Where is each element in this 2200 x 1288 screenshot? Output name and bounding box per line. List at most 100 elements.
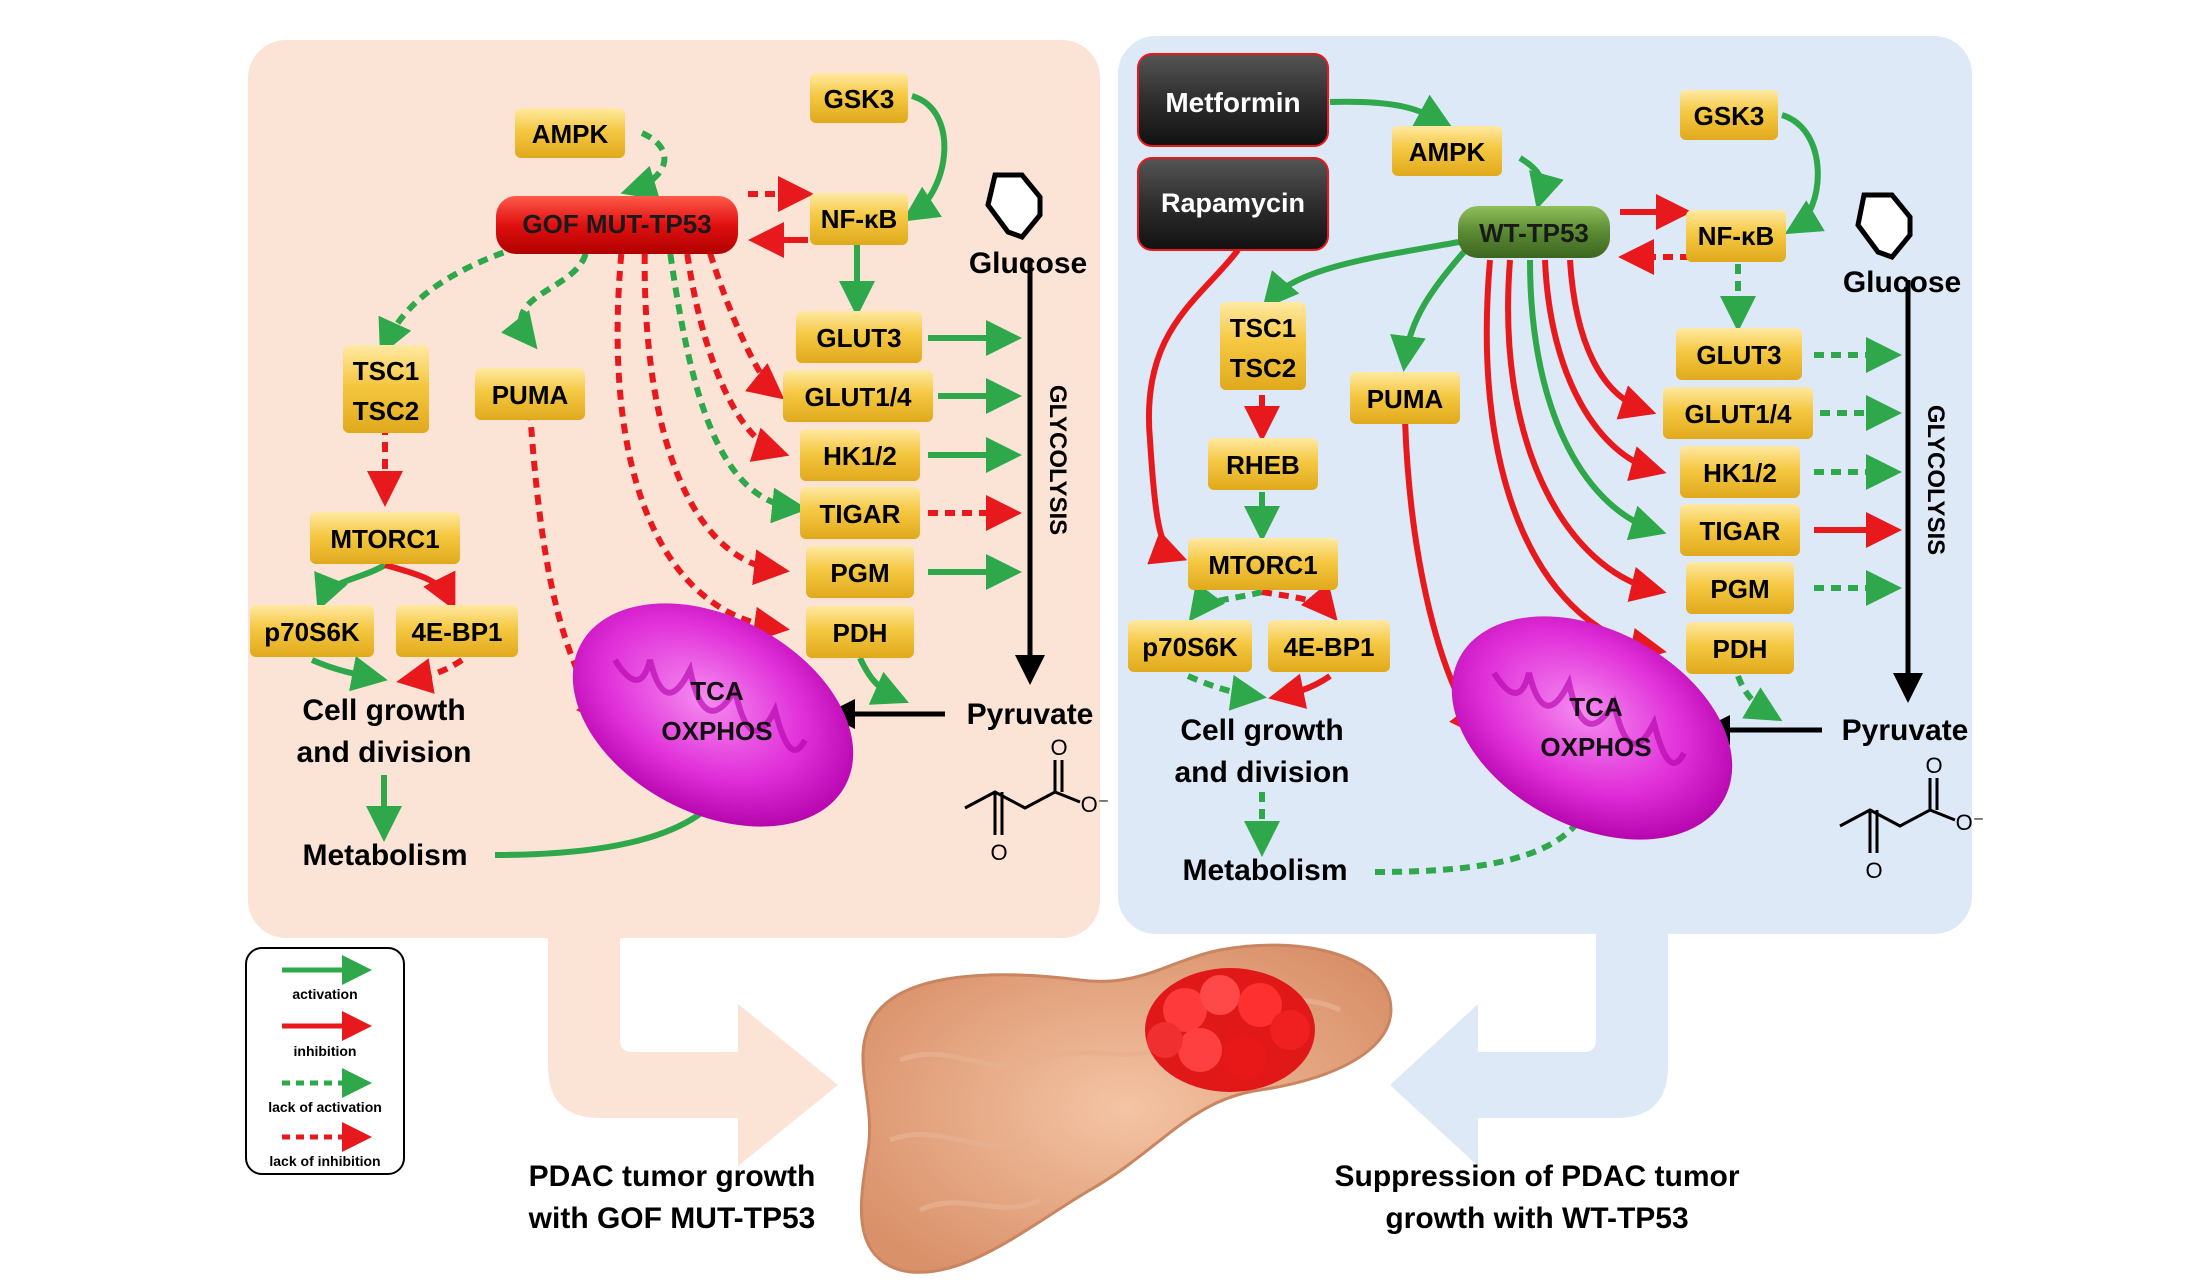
legend-activation: activation <box>292 986 357 1002</box>
right-pyruvate-o-bottom: O <box>1865 858 1882 883</box>
metabolism-label: Metabolism <box>302 839 467 872</box>
gsk3-label: GSK3 <box>824 84 895 114</box>
tsc2-label: TSC2 <box>353 396 419 426</box>
mut-tp53-label: GOF MUT-TP53 <box>522 209 711 239</box>
right-glucose-label: Glucose <box>1843 266 1961 299</box>
cell-growth-label-1: Cell growth <box>302 694 465 727</box>
right-4ebp1-node <box>1268 620 1390 672</box>
tigar-label: TIGAR <box>820 499 901 529</box>
right-pgm-label: PGM <box>1710 574 1769 604</box>
legend-inhibition: inhibition <box>294 1043 357 1059</box>
right-cell-growth-label-1: Cell growth <box>1180 714 1343 747</box>
glut14-node <box>783 370 933 422</box>
mtorc1-node <box>310 512 460 564</box>
left-mitochondrion <box>572 603 854 827</box>
right-gsk3-label: GSK3 <box>1694 101 1765 131</box>
right-pyruvate-structure: O O O⁻ <box>1839 753 1985 883</box>
legend-lack-activation: lack of activation <box>268 1099 382 1115</box>
caption-left-line-1: PDAC tumor growth <box>529 1160 816 1193</box>
mtorc1-label: MTORC1 <box>330 524 439 554</box>
nfkb-node <box>810 193 908 245</box>
right-mitochondrion <box>1451 616 1733 840</box>
tca-label: TCA <box>690 676 744 706</box>
glut3-node <box>796 311 922 363</box>
hk12-label: HK1/2 <box>823 441 897 471</box>
metformin-label: Metformin <box>1165 87 1300 118</box>
puma-node <box>475 368 585 420</box>
right-metabolism-label: Metabolism <box>1182 854 1347 887</box>
right-tigar-label: TIGAR <box>1700 516 1781 546</box>
right-ampk-label: AMPK <box>1409 137 1486 167</box>
right-pdh-label: PDH <box>1713 634 1768 664</box>
right-nfkb-label: NF-κB <box>1698 221 1775 251</box>
right-puma-label: PUMA <box>1367 384 1444 414</box>
mut-tp53-node <box>496 196 738 254</box>
right-puma-node <box>1350 372 1460 424</box>
right-nodes: Metformin Rapamycin AMPK GSK3 WT-TP53 NF… <box>1128 53 1969 887</box>
pdh-label: PDH <box>833 618 888 648</box>
right-glycolysis-label: GLYCOLYSIS <box>1922 405 1949 555</box>
4ebp1-label: 4E-BP1 <box>411 617 502 647</box>
puma-label: PUMA <box>492 380 569 410</box>
pyruvate-o-top: O <box>1050 735 1067 760</box>
caption-right-line-2: growth with WT-TP53 <box>1385 1202 1688 1235</box>
pyruvate-o-minus: O⁻ <box>1081 792 1110 817</box>
right-cell-growth-label-2: and division <box>1174 756 1349 789</box>
right-glut3-node <box>1676 328 1802 380</box>
p70s6k-node <box>250 605 374 657</box>
hk12-node <box>800 429 920 481</box>
rapamycin-label: Rapamycin <box>1161 188 1305 218</box>
p70s6k-label: p70S6K <box>264 617 360 647</box>
caption-right-line-1: Suppression of PDAC tumor <box>1334 1160 1739 1193</box>
tsc-node <box>343 345 429 433</box>
pgm-node <box>806 546 914 598</box>
right-hk12-label: HK1/2 <box>1703 458 1777 488</box>
right-nfkb-node <box>1686 210 1786 262</box>
right-pyruvate-o-minus: O⁻ <box>1956 810 1985 835</box>
pgm-label: PGM <box>830 558 889 588</box>
right-gsk3-node <box>1680 90 1778 140</box>
oxphos-label: OXPHOS <box>661 716 772 746</box>
glucose-label: Glucose <box>969 247 1087 280</box>
right-pyruvate-label: Pyruvate <box>1842 714 1969 747</box>
ampk-node <box>515 108 625 158</box>
glucose-ring <box>985 172 1043 240</box>
right-pyruvate-o-top: O <box>1925 753 1942 778</box>
right-flow-arrow <box>1390 934 1668 1166</box>
nfkb-label: NF-κB <box>821 204 898 234</box>
right-oxphos-label: OXPHOS <box>1540 732 1651 762</box>
right-tsc1-label: TSC1 <box>1230 313 1296 343</box>
wt-tp53-node <box>1458 206 1610 258</box>
right-glut14-node <box>1663 387 1813 439</box>
right-glut3-label: GLUT3 <box>1696 340 1781 370</box>
right-pgm-node <box>1686 562 1794 614</box>
right-tsc-node <box>1220 302 1306 390</box>
legend: activation inhibition lack of activation… <box>245 947 405 1175</box>
left-nodes: AMPK GSK3 GOF MUT-TP53 NF-κB Glucose TSC… <box>250 73 1093 872</box>
right-tsc2-label: TSC2 <box>1230 353 1296 383</box>
right-hk12-node <box>1680 446 1800 498</box>
right-ampk-node <box>1392 126 1502 176</box>
right-tigar-node <box>1680 504 1800 556</box>
left-pyruvate-structure: O O O⁻ <box>964 735 1110 865</box>
right-4ebp1-label: 4E-BP1 <box>1283 632 1374 662</box>
rheb-node <box>1208 438 1318 490</box>
left-arrows <box>310 93 1045 858</box>
tigar-node <box>800 487 920 539</box>
tumor-mass <box>1145 968 1315 1092</box>
rapamycin-node <box>1137 157 1329 251</box>
wt-tp53-label: WT-TP53 <box>1479 218 1589 248</box>
right-glucose-ring <box>1855 192 1913 260</box>
pdh-node <box>806 606 914 658</box>
left-flow-arrow <box>548 938 838 1166</box>
glycolysis-label: GLYCOLYSIS <box>1044 385 1071 535</box>
pyruvate-o-bottom: O <box>990 840 1007 865</box>
right-mtorc1-node <box>1188 538 1338 590</box>
4ebp1-node <box>396 605 518 657</box>
pancreas-illustration <box>859 943 1393 1274</box>
right-tca-label: TCA <box>1569 692 1623 722</box>
glut3-label: GLUT3 <box>816 323 901 353</box>
right-p70s6k-label: p70S6K <box>1142 632 1238 662</box>
legend-lack-inhibition: lack of inhibition <box>269 1153 380 1169</box>
